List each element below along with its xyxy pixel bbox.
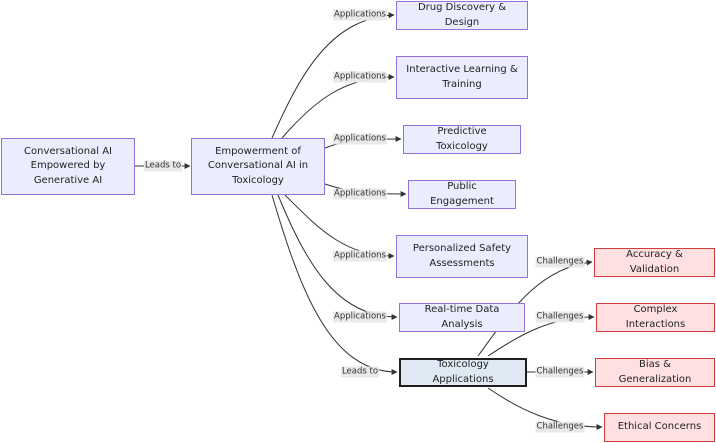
- edge-label-applications-realtime: Applications: [333, 311, 387, 323]
- edge-label-applications-personal: Applications: [333, 250, 387, 262]
- node-toxicology-applications: Toxicology Applications: [399, 358, 527, 387]
- node-empowerment: Empowerment of Conversational AI in Toxi…: [191, 138, 325, 195]
- edge-label-leads-to-toxicology: Leads to: [340, 366, 380, 378]
- node-interactive-learning: Interactive Learning & Training: [396, 56, 528, 99]
- edge-to-personalized-safety: [284, 194, 395, 259]
- edge-label-applications-predictive: Applications: [333, 133, 387, 145]
- edge-label-leads-to: Leads to: [143, 160, 183, 172]
- node-complex-interactions: Complex Interactions: [596, 303, 715, 332]
- edge-label-challenges-complex: Challenges: [535, 311, 585, 323]
- edge-label-applications-learning: Applications: [333, 71, 387, 83]
- node-personalized-safety: Personalized Safety Assessments: [396, 235, 528, 278]
- edge-label-challenges-accuracy: Challenges: [535, 256, 585, 268]
- edge-label-applications-public: Applications: [333, 188, 387, 200]
- edge-to-ethical-concerns: [487, 387, 603, 430]
- edge-label-applications-drug: Applications: [333, 9, 387, 21]
- node-ethical-concerns: Ethical Concerns: [604, 413, 715, 442]
- node-predictive-toxicology: Predictive Toxicology: [403, 125, 521, 154]
- node-accuracy-validation: Accuracy & Validation: [594, 248, 715, 277]
- edge-leads-to-toxicology-applications: [271, 194, 398, 375]
- node-conversational-ai: Conversational AI Empowered by Generativ…: [1, 138, 135, 195]
- edge-label-challenges-bias: Challenges: [535, 366, 585, 378]
- node-drug-discovery: Drug Discovery & Design: [396, 1, 528, 30]
- node-bias-generalization: Bias & Generalization: [595, 358, 715, 387]
- node-realtime-data: Real-time Data Analysis: [399, 303, 525, 332]
- node-public-engagement: Public Engagement: [408, 180, 516, 209]
- edge-to-interactive-learning: [281, 74, 395, 139]
- edge-label-challenges-ethical: Challenges: [535, 421, 585, 433]
